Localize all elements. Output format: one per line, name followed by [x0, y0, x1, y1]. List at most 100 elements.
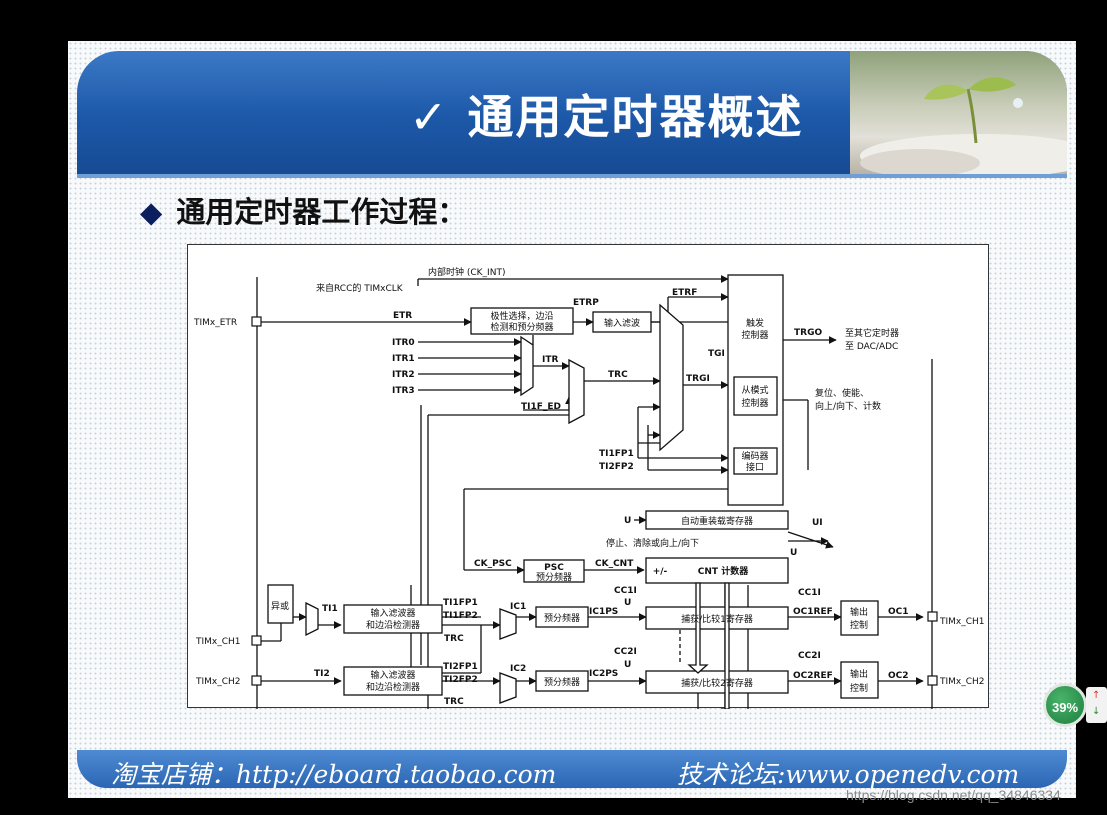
block-out-ctrl2-line2: 控制: [850, 682, 868, 694]
pin-out-ch1: TIMx_CH1: [939, 617, 985, 627]
signal-ic2: IC2: [510, 664, 526, 674]
block-filter2-line1: 输入滤波器: [370, 669, 415, 681]
signal-etr: ETR: [393, 311, 412, 321]
block-filter1-line1: 输入滤波器: [370, 607, 415, 619]
block-polarity-line1: 极性选择，边沿: [490, 310, 553, 322]
block-cc1: 捕获/比较1寄存器: [681, 613, 753, 625]
zoom-down-icon[interactable]: ↓: [1092, 706, 1101, 717]
signal-ch2-ti2fp2: TI2FP2: [443, 675, 478, 685]
subtitle: ◆ 通用定时器工作过程：: [140, 189, 466, 231]
block-filter1-line2: 和边沿检测器: [366, 619, 420, 631]
signal-u-cnt: U: [790, 548, 797, 558]
signal-cc2i-left: CC2I: [614, 647, 637, 657]
signal-ch1-ti1fp2: TI1FP2: [443, 611, 478, 621]
signal-ti1f-ed: TI1F_ED: [521, 402, 561, 412]
block-cnt: CNT 计数器: [698, 565, 749, 577]
signal-ch1-ti1fp1: TI1FP1: [443, 598, 478, 608]
block-psc-line1: PSC: [544, 563, 564, 573]
slide-title: ✓ 通用定时器概述: [409, 90, 804, 144]
signal-ic1: IC1: [510, 602, 526, 612]
subtitle-text: 通用定时器工作过程：: [176, 195, 467, 229]
signal-trgi: TRGI: [686, 374, 710, 384]
signal-ti2: TI2: [314, 669, 330, 679]
block-filter2-line2: 和边沿检测器: [366, 681, 420, 693]
signal-u-arr: U: [624, 516, 631, 526]
block-arr: 自动重装载寄存器: [681, 515, 753, 527]
watermark: https://blog.csdn.net/qq_34846334: [846, 787, 1061, 803]
note-stop: 停止、清除或向上/向下: [606, 537, 699, 549]
signal-oc1: OC1: [888, 607, 909, 617]
pin-timx-ch2: TIMx_CH2: [195, 677, 241, 687]
block-polarity-line2: 检测和预分频器: [490, 321, 553, 333]
signal-ti1fp1: TI1FP1: [599, 449, 634, 459]
signal-u-cc2: U: [624, 660, 631, 670]
signal-ch2-ti2fp1: TI2FP1: [443, 662, 478, 672]
signal-itr2: ITR2: [392, 370, 415, 380]
seedling-photo: [850, 51, 1067, 174]
signal-ic2ps: IC2PS: [589, 669, 618, 679]
block-psc-line2: 预分频器: [536, 571, 572, 583]
pin-timx-ch1: TIMx_CH1: [195, 637, 241, 647]
signal-oc2ref: OC2REF: [793, 671, 833, 681]
block-cc2: 捕获/比较2寄存器: [681, 677, 753, 689]
timer-diagram-svg: TIMx_ETR TIMx_CH1 TIMx_CH2 TIMx_CH1 TIMx…: [193, 266, 985, 709]
signal-u-cc1: U: [624, 598, 631, 608]
seedling-image: [860, 77, 1067, 174]
block-encoder-line1: 编码器: [741, 450, 768, 462]
block-out-ctrl1-line1: 输出: [850, 606, 868, 618]
block-trigger-line1: 触发: [746, 317, 764, 329]
label-rcc-clock: 来自RCC的 TIMxCLK: [316, 282, 404, 294]
footer-taobao: 淘宝店铺：http://eboard.taobao.com: [111, 760, 557, 789]
signal-ck-psc: CK_PSC: [474, 559, 512, 569]
header-underline: [77, 174, 1067, 178]
slide-header: ✓ 通用定时器概述: [77, 51, 1067, 174]
block-trigger-line2: 控制器: [741, 329, 768, 341]
note-to-other-line2: 至 DAC/ADC: [845, 341, 898, 352]
block-prescaler2: 预分频器: [544, 676, 580, 688]
timer-block-diagram: TIMx_ETR TIMx_CH1 TIMx_CH2 TIMx_CH1 TIMx…: [187, 244, 989, 709]
signal-ti1: TI1: [322, 604, 338, 614]
signal-trc-ch1: TRC: [444, 634, 464, 644]
diamond-bullet-icon: ◆: [140, 195, 163, 229]
signal-itr: ITR: [542, 355, 558, 365]
block-out-ctrl1-line2: 控制: [850, 619, 868, 631]
block-input-filter: 输入滤波: [604, 317, 640, 329]
block-slave-line2: 控制器: [741, 397, 768, 409]
signal-etrp: ETRP: [573, 298, 599, 308]
note-reset-line1: 复位、使能、: [815, 387, 869, 399]
signal-oc2: OC2: [888, 671, 909, 681]
signal-itr1: ITR1: [392, 354, 415, 364]
note-reset-line2: 向上/向下、计数: [815, 400, 881, 412]
block-out-ctrl2-line1: 输出: [850, 668, 868, 680]
pin-out-ch2: TIMx_CH2: [939, 677, 985, 687]
signal-tgi: TGI: [708, 349, 725, 359]
slide-footer: 淘宝店铺：http://eboard.taobao.com 技术论坛:www.o…: [77, 750, 1067, 789]
footer-forum: 技术论坛:www.openedv.com: [677, 760, 1020, 789]
slide: ✓ 通用定时器概述 ◆ 通用定时器工作过程：: [68, 41, 1076, 798]
label-internal-clock: 内部时钟 (CK_INT): [428, 266, 505, 278]
note-to-other-line1: 至其它定时器: [845, 327, 899, 339]
block-cnt-sign: +/-: [653, 567, 668, 577]
block-encoder-line2: 接口: [746, 461, 764, 473]
signal-ck-cnt: CK_CNT: [595, 559, 634, 569]
signal-etrf: ETRF: [672, 288, 697, 298]
signal-cc1i-left: CC1I: [614, 586, 637, 596]
block-slave-line1: 从模式: [741, 384, 768, 396]
signal-itr0: ITR0: [392, 338, 415, 348]
zoom-panel[interactable]: ↑ ↓: [1086, 687, 1107, 723]
zoom-up-icon[interactable]: ↑: [1092, 690, 1101, 701]
signal-ti2fp2: TI2FP2: [599, 462, 634, 472]
pin-timx-etr: TIMx_ETR: [193, 318, 237, 328]
signal-trgo: TRGO: [794, 328, 822, 338]
signal-cc1i-right: CC1I: [798, 588, 821, 598]
signal-ui: UI: [812, 518, 823, 528]
block-prescaler1: 预分频器: [544, 612, 580, 624]
signal-trc: TRC: [608, 370, 628, 380]
signal-trc-ch2: TRC: [444, 697, 464, 707]
signal-ic1ps: IC1PS: [589, 607, 618, 617]
signal-oc1ref: OC1REF: [793, 607, 833, 617]
zoom-indicator[interactable]: 39%: [1043, 683, 1087, 727]
block-xor: 异或: [271, 600, 289, 612]
signal-cc2i-right: CC2I: [798, 651, 821, 661]
signal-itr3: ITR3: [392, 386, 415, 396]
